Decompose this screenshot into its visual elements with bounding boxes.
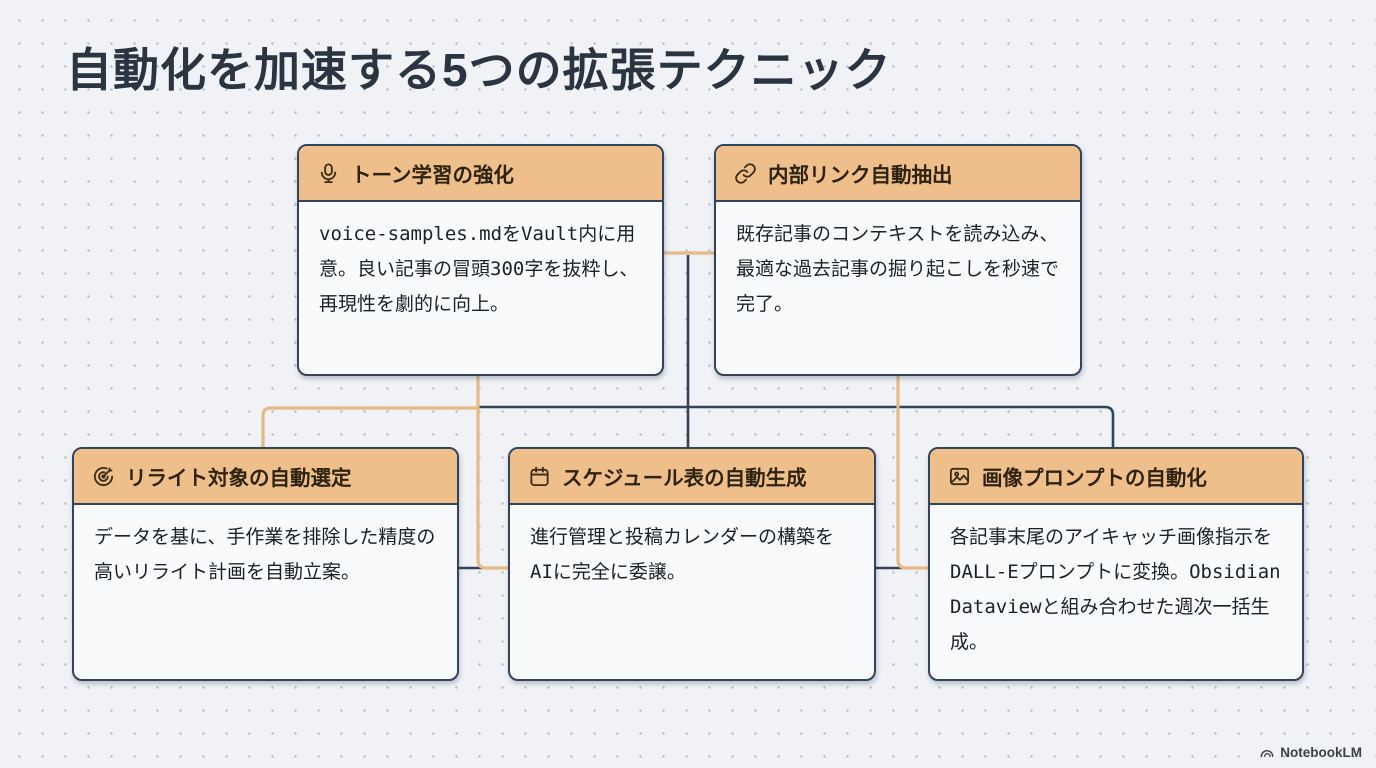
edge-tone-to-rewrite bbox=[261, 406, 478, 447]
edge-tone-to-schedule bbox=[476, 371, 509, 570]
card-body-text: 各記事末尾のアイキャッチ画像指示をDALL-Eプロンプトに変換。Obsidian… bbox=[950, 526, 1281, 653]
card-internal-links: 内部リンク自動抽出 既存記事のコンテキストを読み込み、最適な過去記事の掘り起こし… bbox=[714, 144, 1082, 376]
target-icon bbox=[92, 465, 115, 488]
card-title: 画像プロンプトの自動化 bbox=[982, 467, 1207, 490]
card-body-text: 進行管理と投稿カレンダーの構築をAIに完全に委譲。 bbox=[530, 526, 835, 583]
calendar-icon bbox=[528, 465, 551, 488]
edge-links-to-image bbox=[896, 371, 929, 570]
edge-main-horizontal bbox=[478, 405, 1115, 447]
card-title: トーン学習の強化 bbox=[351, 164, 514, 187]
page-title: 自動化を加速する5つの拡張テクニック bbox=[66, 44, 892, 96]
card-title: スケジュール表の自動生成 bbox=[562, 467, 807, 490]
card-rewrite-selection-header: リライト対象の自動選定 bbox=[74, 449, 457, 505]
footer-brand: NotebookLM bbox=[1259, 744, 1362, 760]
card-body-text: データを基に、手作業を排除した精度の高いリライト計画を自動立案。 bbox=[94, 526, 436, 583]
card-tone-learning: トーン学習の強化 voice-samples.mdをVault内に用意。良い記事… bbox=[297, 144, 664, 376]
card-tone-learning-header: トーン学習の強化 bbox=[299, 146, 662, 202]
card-schedule-generation-header: スケジュール表の自動生成 bbox=[510, 449, 874, 505]
card-schedule-generation: スケジュール表の自動生成 進行管理と投稿カレンダーの構築をAIに完全に委譲。 bbox=[508, 447, 876, 681]
card-body-text: voice-samples.mdをVault内に用意。良い記事の冒頭300字を抜… bbox=[319, 223, 639, 315]
card-title: 内部リンク自動抽出 bbox=[768, 164, 953, 187]
card-title: リライト対象の自動選定 bbox=[126, 467, 352, 490]
image-icon bbox=[948, 465, 971, 488]
card-image-prompt-header: 画像プロンプトの自動化 bbox=[930, 449, 1302, 505]
link-icon bbox=[734, 162, 757, 185]
card-rewrite-selection: リライト対象の自動選定 データを基に、手作業を排除した精度の高いリライト計画を自… bbox=[72, 447, 459, 681]
footer-brand-label: NotebookLM bbox=[1280, 744, 1362, 760]
card-internal-links-header: 内部リンク自動抽出 bbox=[716, 146, 1080, 202]
microphone-icon bbox=[317, 162, 340, 185]
notebooklm-logo-icon bbox=[1259, 744, 1275, 760]
card-image-prompt: 画像プロンプトの自動化 各記事末尾のアイキャッチ画像指示をDALL-Eプロンプト… bbox=[928, 447, 1304, 681]
card-body-text: 既存記事のコンテキストを読み込み、最適な過去記事の掘り起こしを秒速で完了。 bbox=[736, 223, 1060, 315]
